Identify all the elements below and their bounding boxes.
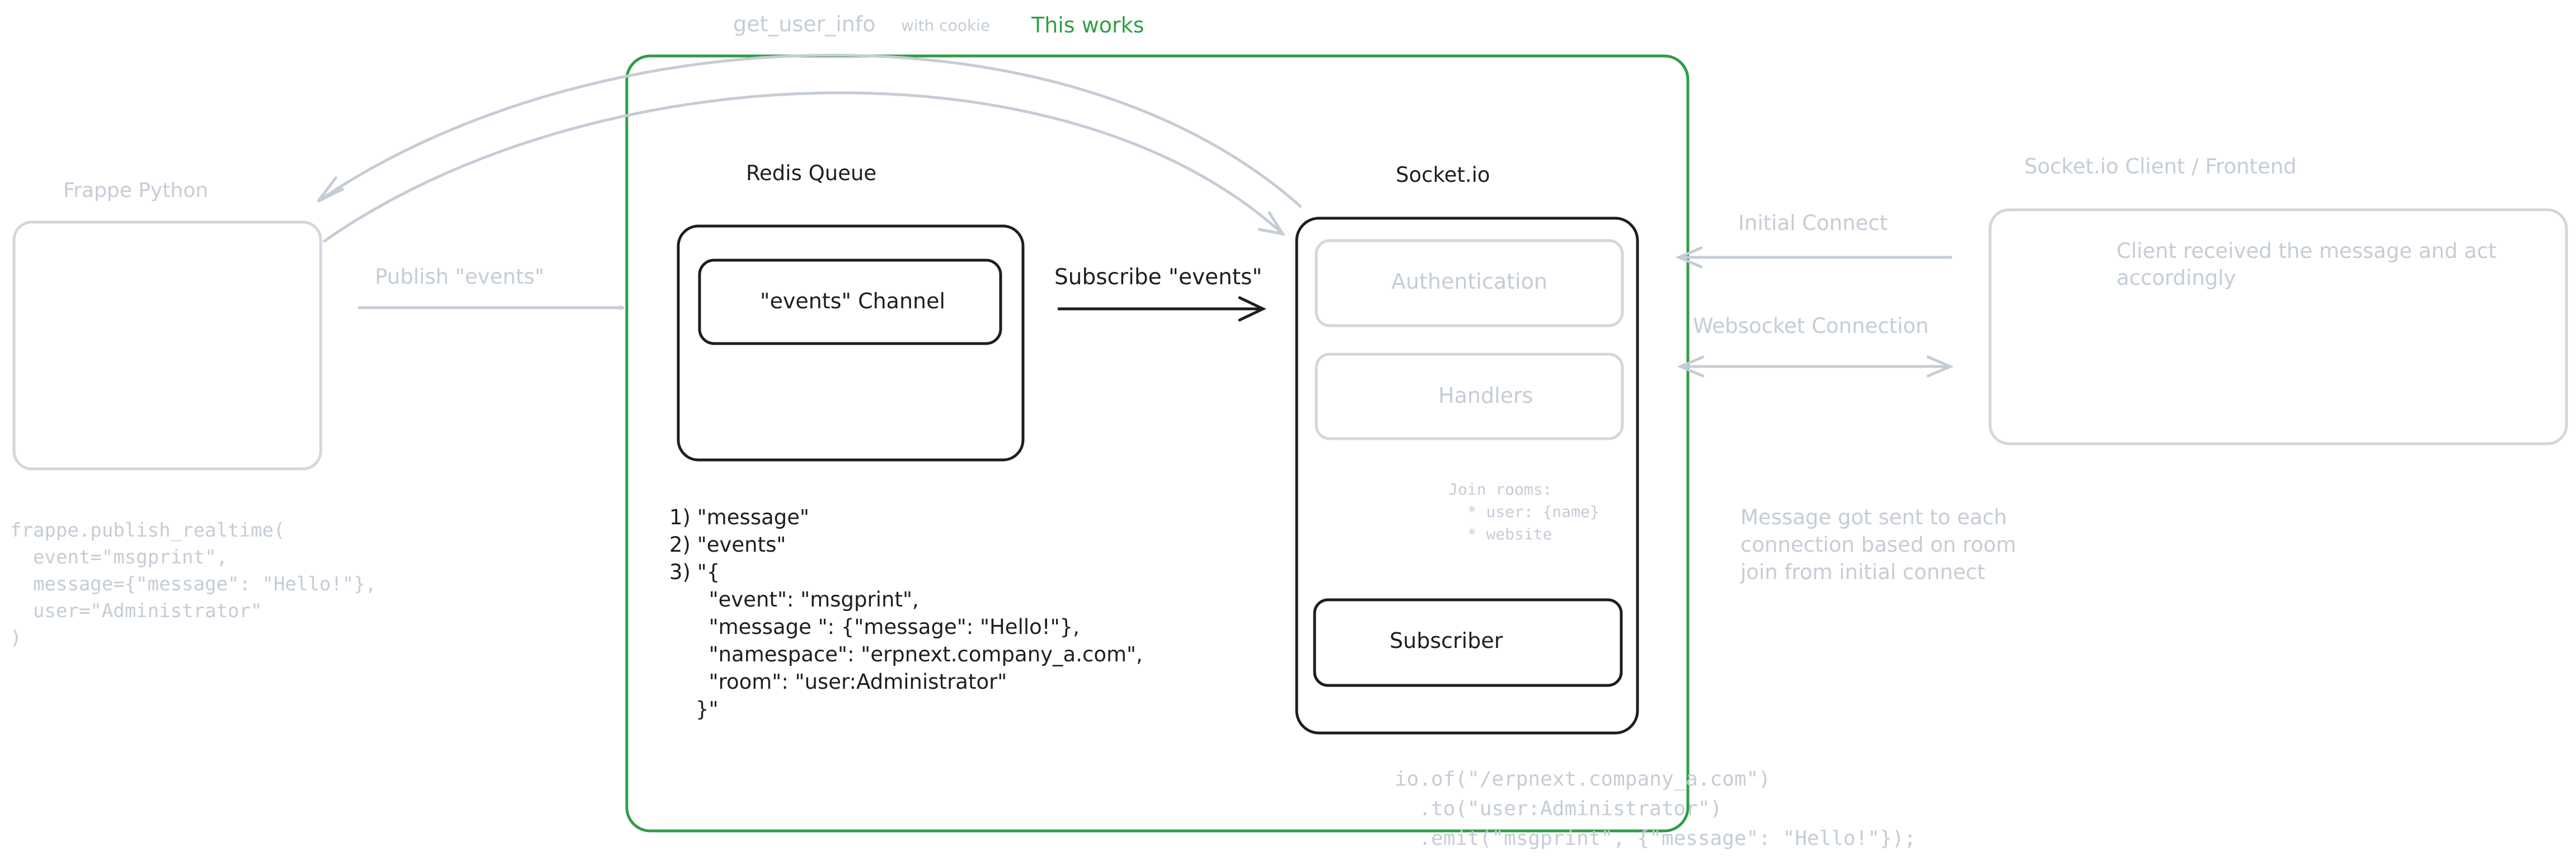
this-works-label: This works (1031, 13, 1144, 37)
client-frontend-box (1988, 208, 2568, 445)
websocket-arrowhead-left (1677, 355, 1705, 378)
frappe-python-title: Frappe Python (63, 179, 209, 202)
publish-events-label: Publish "events" (375, 265, 545, 289)
subscriber-label: Subscriber (1390, 628, 1503, 653)
get-user-info-curve-forward (322, 91, 1284, 243)
get-user-info-curve-back (317, 54, 1302, 208)
room-note: Message got sent to each connection base… (1740, 505, 2016, 584)
events-channel-label: "events" Channel (760, 289, 946, 313)
socketio-title: Socket.io (1396, 163, 1490, 187)
emit-code: io.of("/erpnext.company_a.com") .to("use… (1395, 768, 1916, 850)
join-rooms-note: Join rooms: * user: {name} * website (1448, 480, 1599, 543)
initial-connect-label: Initial Connect (1738, 211, 1888, 235)
redis-queue-title: Redis Queue (746, 161, 877, 185)
get-user-info-arrowhead-left (317, 176, 344, 203)
authentication-box (1315, 239, 1624, 327)
authentication-label: Authentication (1391, 269, 1547, 294)
redis-queue-box (677, 224, 1025, 462)
events-channel-box (698, 259, 1002, 345)
frappe-python-box (12, 220, 322, 471)
socketio-box (1295, 217, 1639, 735)
publish-realtime-code: frappe.publish_realtime( event="msgprint… (10, 519, 377, 649)
websocket-connection-label: Websocket Connection (1693, 314, 1929, 338)
this-works-region (625, 54, 1690, 833)
redis-message-list: 1) "message" 2) "events" 3) "{ "event": … (669, 505, 1143, 721)
handlers-box (1315, 353, 1624, 440)
client-received-text: Client received the message and act acco… (2117, 239, 2497, 290)
with-cookie-note: with cookie (901, 16, 991, 35)
get-user-info-arrowhead-right (1257, 211, 1286, 236)
client-frontend-title: Socket.io Client / Frontend (2024, 154, 2297, 178)
subscriber-box (1313, 598, 1623, 687)
get-user-info-label: get_user_info (733, 12, 876, 36)
subscribe-arrowhead (1238, 296, 1266, 322)
handlers-label: Handlers (1438, 383, 1533, 408)
websocket-arrowhead-right (1926, 355, 1954, 378)
subscribe-events-label: Subscribe "events" (1054, 265, 1263, 290)
initial-connect-arrowhead (1675, 246, 1703, 269)
